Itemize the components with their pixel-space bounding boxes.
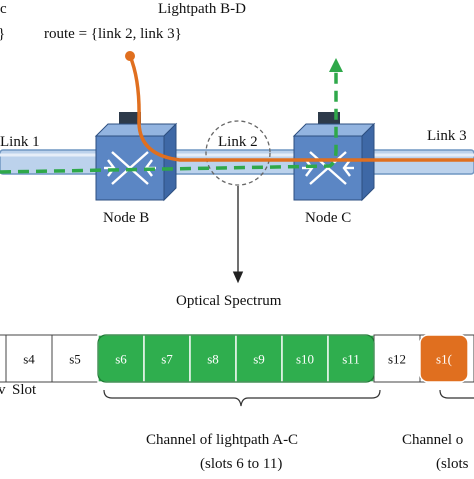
spectrum-slot-label: s9 [253,352,265,367]
node-c-top [292,123,376,137]
spectrum-slot-label: s6 [115,352,127,367]
node-c-side [361,122,375,202]
spectrum-slot [373,334,421,383]
spectrum-slot [235,334,283,383]
lightpath-ac-line [0,70,338,174]
spectrum-slot-label: s12 [388,352,406,367]
lightpath-ac-arrowhead [329,58,343,72]
link-3-label: Link 3 [427,128,467,144]
node-b-label: Node B [103,210,149,226]
link-2-label: Link 2 [218,134,258,150]
spectrum-slot [419,334,469,383]
lightpath-bd-origin [125,51,135,61]
spectrum-slot-label: s7 [161,352,173,367]
channel-ac-line1: Channel of lightpath A-C [146,432,298,448]
spectrum-slot-label: s8 [207,352,219,367]
spectrum-slots: s4 s5 s6 s7 s8 s9 s10 s11 s12 s1( [0,334,474,383]
channel-ac-outline [97,334,375,383]
slot-caption-prefix: v [0,382,6,398]
left-cut-letter: c [0,1,7,17]
channel-ac-line2: (slots 6 to 11) [200,456,282,472]
optical-spectrum-title: Optical Spectrum [176,293,282,309]
spectrum-slot-label: s1( [436,352,452,367]
slot-caption: Slot [12,382,37,398]
node-b-top [94,123,178,137]
node-b-connector [119,112,141,126]
channel-bd-brace [439,389,474,399]
node-c [292,112,376,202]
channel-bd-line2: (slots [436,456,469,472]
node-c-label: Node C [305,210,351,226]
spectrum-slot [0,334,7,383]
spectrum-slot-label: s10 [296,352,314,367]
spectrum-slot [5,334,53,383]
channel-ac-brace [103,389,381,407]
spectrum-slot-label: s5 [69,352,81,367]
link-1-label: Link 1 [0,134,40,150]
channel-bd-line1: Channel o [402,432,463,448]
spectrum-slot [51,334,99,383]
spectrum-slot-label: s11 [342,352,360,367]
route-text: route = {link 2, link 3} [44,26,182,42]
spectrum-slot-label: s4 [23,352,35,367]
node-b-side [163,122,177,202]
left-cut-brace: } [0,26,5,42]
lightpath-bd-line [128,55,474,162]
lightpath-bd-title: Lightpath B-D [158,1,246,17]
link-2-highlight-circle [205,120,271,186]
